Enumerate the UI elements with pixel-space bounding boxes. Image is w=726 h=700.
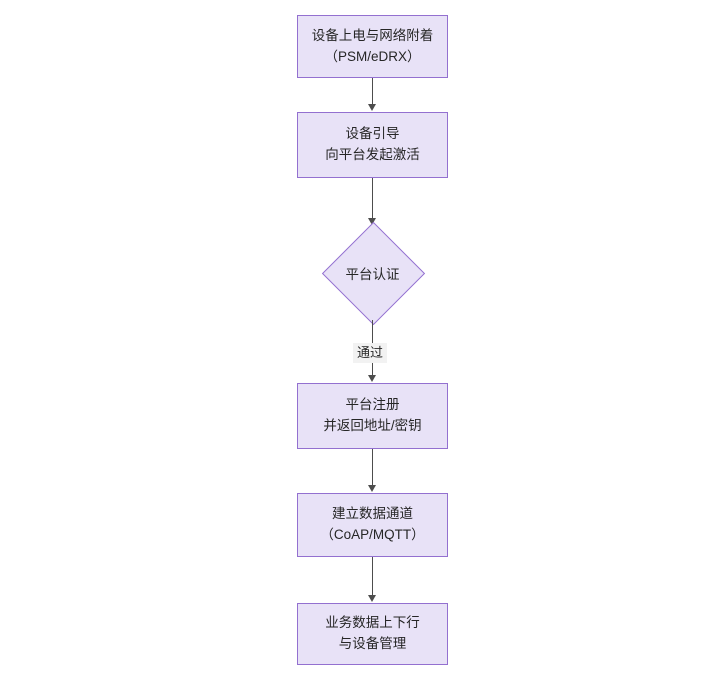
flow-node-line: 与设备管理 xyxy=(338,636,407,651)
arrow-head-icon xyxy=(368,595,376,602)
arrow-head-icon xyxy=(368,218,376,225)
arrow-head-icon xyxy=(368,375,376,382)
flow-connector-2-3 xyxy=(372,178,374,219)
flow-node-platform-register[interactable]: 平台注册 并返回地址/密钥 xyxy=(297,383,448,449)
flow-node-device-power-on[interactable]: 设备上电与网络附着 （PSM/eDRX） xyxy=(297,15,448,78)
flow-node-line: 业务数据上下行 xyxy=(325,615,420,631)
flow-node-line: 设备上电与网络附着 xyxy=(311,27,434,43)
flow-node-platform-auth-decision[interactable]: 平台认证 xyxy=(321,221,426,326)
arrow-head-icon xyxy=(368,104,376,111)
arrow-head-icon xyxy=(368,485,376,492)
edge-label-pass: 通过 xyxy=(353,343,388,363)
flow-node-line: 向平台发起激活 xyxy=(325,147,420,162)
flow-connector-1-2 xyxy=(372,78,374,105)
flow-connector-4-5 xyxy=(372,449,374,486)
flow-node-line: 平台注册 xyxy=(345,397,400,413)
flow-node-data-channel[interactable]: 建立数据通道 （CoAP/MQTT） xyxy=(297,493,448,557)
flow-node-line: 设备引导 xyxy=(345,126,400,142)
flow-node-device-bootstrap[interactable]: 设备引导 向平台发起激活 xyxy=(297,112,448,178)
flow-node-line: （CoAP/MQTT） xyxy=(320,527,425,542)
flow-node-business-data[interactable]: 业务数据上下行 与设备管理 xyxy=(297,603,448,665)
flow-connector-5-6 xyxy=(372,557,374,596)
flow-node-line: （PSM/eDRX） xyxy=(324,48,421,64)
flow-node-line: 平台认证 xyxy=(345,266,400,282)
flow-node-line: 建立数据通道 xyxy=(332,506,413,522)
flow-node-line: 并返回地址/密钥 xyxy=(323,418,422,433)
